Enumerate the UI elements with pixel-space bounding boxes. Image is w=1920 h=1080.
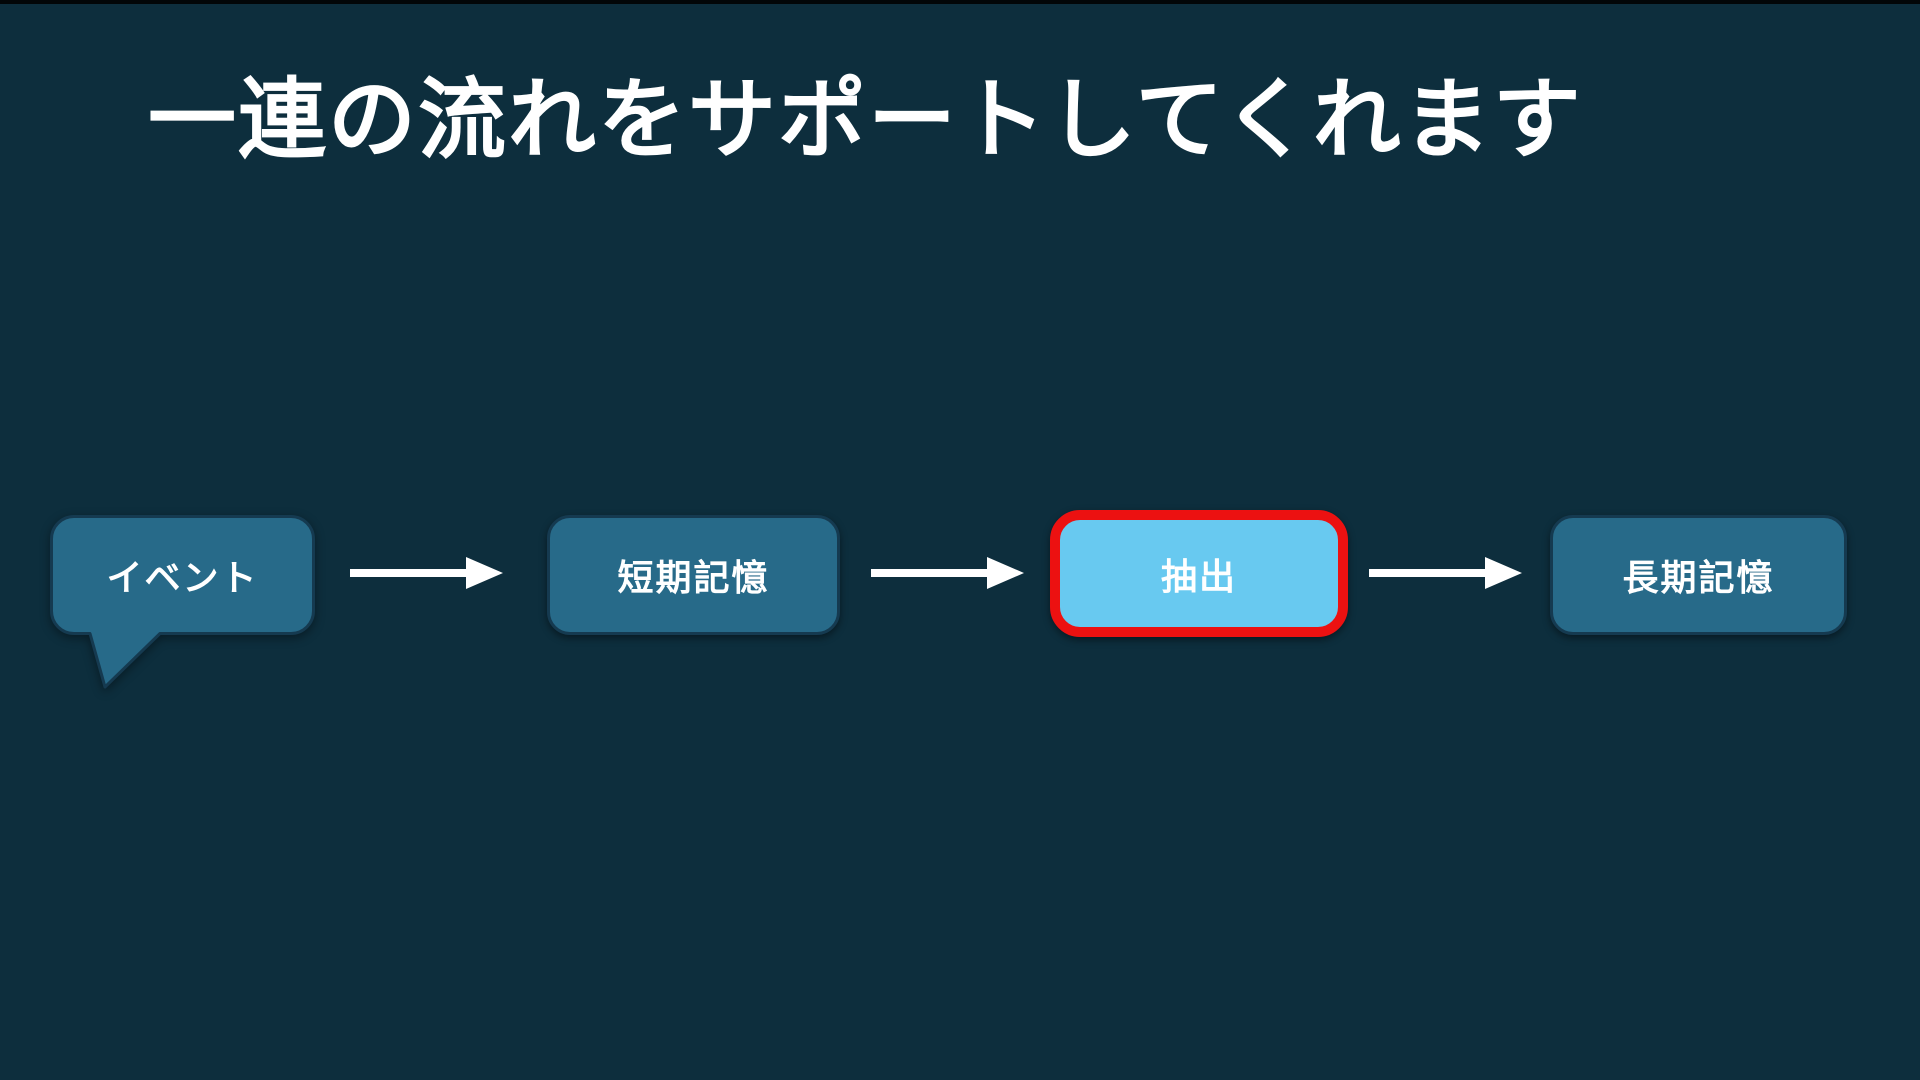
flow-node-label: 抽出: [1160, 555, 1237, 597]
flow-node-long-term-memory: 長期記憶: [1550, 515, 1847, 635]
flow-node-short-term-memory: 短期記憶: [547, 515, 840, 635]
flow-arrow-icon: [871, 557, 1024, 589]
screen-top-edge: [0, 0, 1920, 4]
flow-arrow-icon: [350, 557, 503, 589]
flow-node-event: イベント: [50, 515, 315, 693]
slide-title: 一連の流れをサポートしてくれます: [148, 70, 1583, 169]
flow-node-label: イベント: [106, 557, 259, 598]
flow-node-extract-highlighted: 抽出: [1050, 510, 1348, 637]
speech-bubble-shape: [50, 515, 315, 689]
flow-node-label: 長期記憶: [1622, 557, 1775, 598]
flow-node-label: 短期記憶: [617, 557, 770, 598]
flow-arrow-icon: [1369, 557, 1522, 589]
